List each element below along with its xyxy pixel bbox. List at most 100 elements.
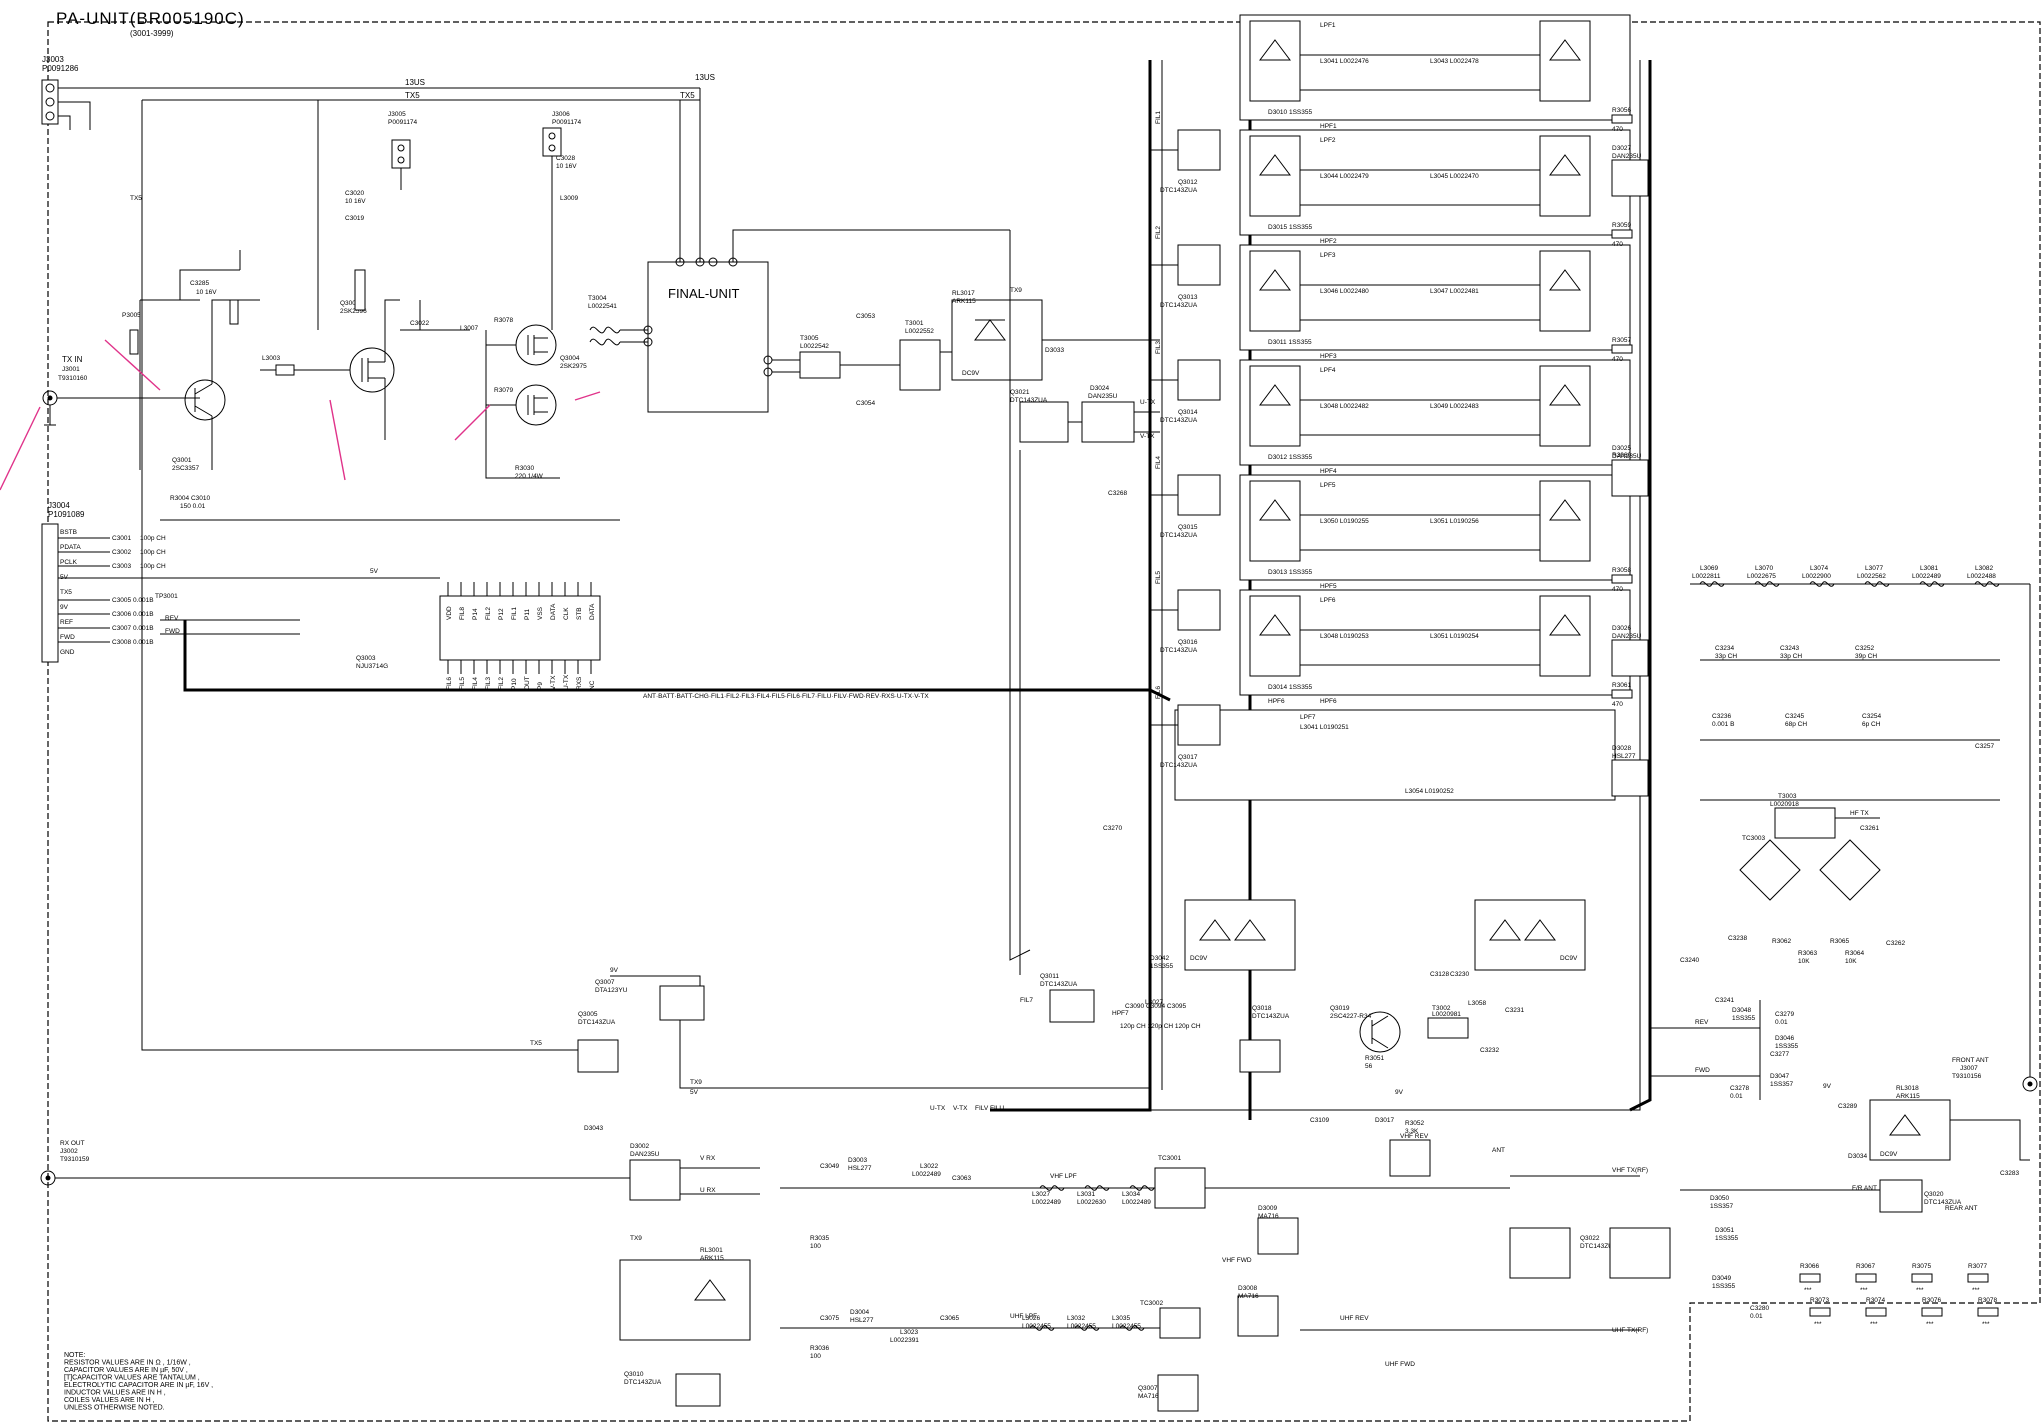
filter-section-lpf7 <box>1174 709 1616 801</box>
svg-text:ARK115: ARK115 <box>1896 1093 1920 1100</box>
j3004-pin-label: PDATA <box>60 544 81 551</box>
hpf-label: HPF5 <box>1320 583 1337 590</box>
uhf-inductor-ref: L3032 <box>1067 1315 1085 1322</box>
svg-text:DTC143ZUA: DTC143ZUA <box>1580 1243 1618 1250</box>
svg-text:D3033: D3033 <box>1045 347 1065 354</box>
svg-text:D3048: D3048 <box>1732 1007 1752 1014</box>
filter-diode: D3014 1SS355 <box>1268 684 1312 691</box>
net-fwd-right: FWD <box>1695 1067 1710 1074</box>
svg-text:U-TX: U-TX <box>1140 399 1156 406</box>
filter-inductor-in: L3044 L0022479 <box>1320 173 1369 180</box>
bridge-diode-ref: D3027 <box>1612 145 1632 152</box>
svg-text:C3007 0.001B: C3007 0.001B <box>112 625 154 632</box>
output-inductor-ref: L3074 <box>1810 565 1828 572</box>
hpf-label: HPF1 <box>1320 123 1337 130</box>
uhf-inductor <box>1029 1325 1055 1331</box>
svg-text:D3009: D3009 <box>1258 1205 1278 1212</box>
svg-text:C3277: C3277 <box>1770 1051 1790 1058</box>
svg-text:C3236: C3236 <box>1712 713 1732 720</box>
vhf-inductor <box>1039 1185 1065 1191</box>
svg-text:DC9V: DC9V <box>962 370 980 377</box>
ic-bottom-pin: NC <box>589 680 596 690</box>
svg-text:1SS355: 1SS355 <box>1732 1015 1756 1022</box>
ic-bottom-pin: FIL3 <box>485 677 492 690</box>
net-tx5: TX5 <box>405 91 420 100</box>
output-inductor-part: L0022562 <box>1857 573 1886 580</box>
hpf-label: HPF6 <box>1268 698 1285 705</box>
svg-text:120p CH 120p CH 120p CH: 120p CH 120p CH 120p CH <box>1120 1023 1201 1030</box>
right-resistor <box>1611 114 1633 124</box>
svg-text:33p CH: 33p CH <box>1780 653 1802 660</box>
ic-output-bus: ANT·BATT·BATT-CHG·FIL1·FIL2·FIL3·FIL4·FI… <box>183 620 1171 702</box>
svg-text:D3024: D3024 <box>1090 385 1110 392</box>
svg-text:MA716: MA716 <box>1238 1293 1259 1300</box>
bottom-resistor-ref: R3075 <box>1912 1263 1932 1270</box>
bottom-resistor-ref: R3073 <box>1810 1297 1830 1304</box>
svg-text:C3005 0.001B: C3005 0.001B <box>112 597 154 604</box>
net-uhf-rev: UHF REV <box>1340 1315 1369 1322</box>
fil-control-transistor <box>1177 704 1221 746</box>
fil-control-ref: Q3017 <box>1178 754 1198 761</box>
j3004-pin-label: BSTB <box>60 529 77 536</box>
svg-text:ARK115: ARK115 <box>700 1255 724 1262</box>
svg-text:C3280: C3280 <box>1750 1305 1770 1312</box>
svg-text:ARK115: ARK115 <box>952 298 976 305</box>
ic-top-pin: P14 <box>472 608 479 620</box>
svg-text:C3238: C3238 <box>1728 935 1748 942</box>
fil-control-net: FIL5 <box>1155 571 1162 584</box>
note-line: INDUCTOR VALUES ARE IN H , <box>64 1390 166 1397</box>
bottom-resistor-ref: R3077 <box>1968 1263 1988 1270</box>
vhf-inductor <box>1129 1185 1155 1191</box>
svg-text:33p CH: 33p CH <box>1715 653 1737 660</box>
top-rails: 13US 13US TX5 TX5 <box>62 73 715 262</box>
ic-top-pin: FIL1 <box>511 607 518 620</box>
note-line: [T]CAPACITOR VALUES ARE TANTALUM , <box>64 1375 200 1382</box>
bridge-diode-part: DAN235U <box>1612 633 1642 640</box>
svg-text:D3051: D3051 <box>1715 1227 1735 1234</box>
filter-out-relay <box>1539 365 1591 447</box>
svg-text:C3054: C3054 <box>856 400 876 407</box>
fil-control-part: DTC143ZUA <box>1160 302 1198 309</box>
bridge-diode-ref: D3026 <box>1612 625 1632 632</box>
ic-top-pin: FIL8 <box>459 607 466 620</box>
middle-bottom-transistors: Q3011 DTC143ZUA FIL7 Q3018 DTC143ZUA Q30… <box>1020 973 1525 1096</box>
net-rev-left: REV <box>165 615 179 622</box>
note-line: UNLESS OTHERWISE NOTED. <box>64 1405 165 1412</box>
svg-text:L3007: L3007 <box>460 325 478 332</box>
svg-text:Q3007: Q3007 <box>1138 1385 1158 1392</box>
svg-text:R3004 C3010: R3004 C3010 <box>170 495 210 502</box>
svg-text:TX5: TX5 <box>130 195 142 202</box>
right-resistor-value: 470 <box>1612 126 1623 133</box>
rx-out-label: RX OUT <box>60 1140 85 1147</box>
uhf-inductor-ref: L3026 <box>1022 1315 1040 1322</box>
svg-text:1SS355: 1SS355 <box>1712 1283 1736 1290</box>
note-line: RESISTOR VALUES ARE IN Ω , 1/16W , <box>64 1360 191 1367</box>
svg-text:C3028: C3028 <box>556 155 576 162</box>
filter-wire <box>1300 629 1540 666</box>
svg-text:L0022541: L0022541 <box>588 303 617 310</box>
svg-text:9V: 9V <box>610 967 619 974</box>
svg-text:RL3001: RL3001 <box>700 1247 723 1254</box>
svg-text:R3079: R3079 <box>494 387 514 394</box>
front-ant-ref: J3007 <box>1960 1065 1978 1072</box>
filter-wire <box>1300 284 1540 321</box>
svg-text:C3002: C3002 <box>112 549 132 556</box>
uhf-inductor <box>1119 1325 1145 1331</box>
relay-diode-icon <box>1549 39 1581 61</box>
output-inductor-ref: L3082 <box>1975 565 1993 572</box>
fil-control-transistor <box>1177 244 1221 286</box>
filter-out-relay <box>1539 20 1591 102</box>
svg-text:6p CH: 6p CH <box>1862 721 1881 728</box>
bottom-resistor-ref: R3076 <box>1922 1297 1942 1304</box>
svg-text:100: 100 <box>810 1243 821 1250</box>
svg-text:TC3001: TC3001 <box>1158 1155 1182 1162</box>
svg-text:R3030: R3030 <box>515 465 535 472</box>
filter-diode: D3015 1SS355 <box>1268 224 1312 231</box>
tp3001-label: TP3001 <box>155 593 178 600</box>
d3002-ref: D3002 <box>630 1143 650 1150</box>
svg-text:T3002: T3002 <box>1432 1005 1451 1012</box>
svg-text:L0022552: L0022552 <box>905 328 934 335</box>
